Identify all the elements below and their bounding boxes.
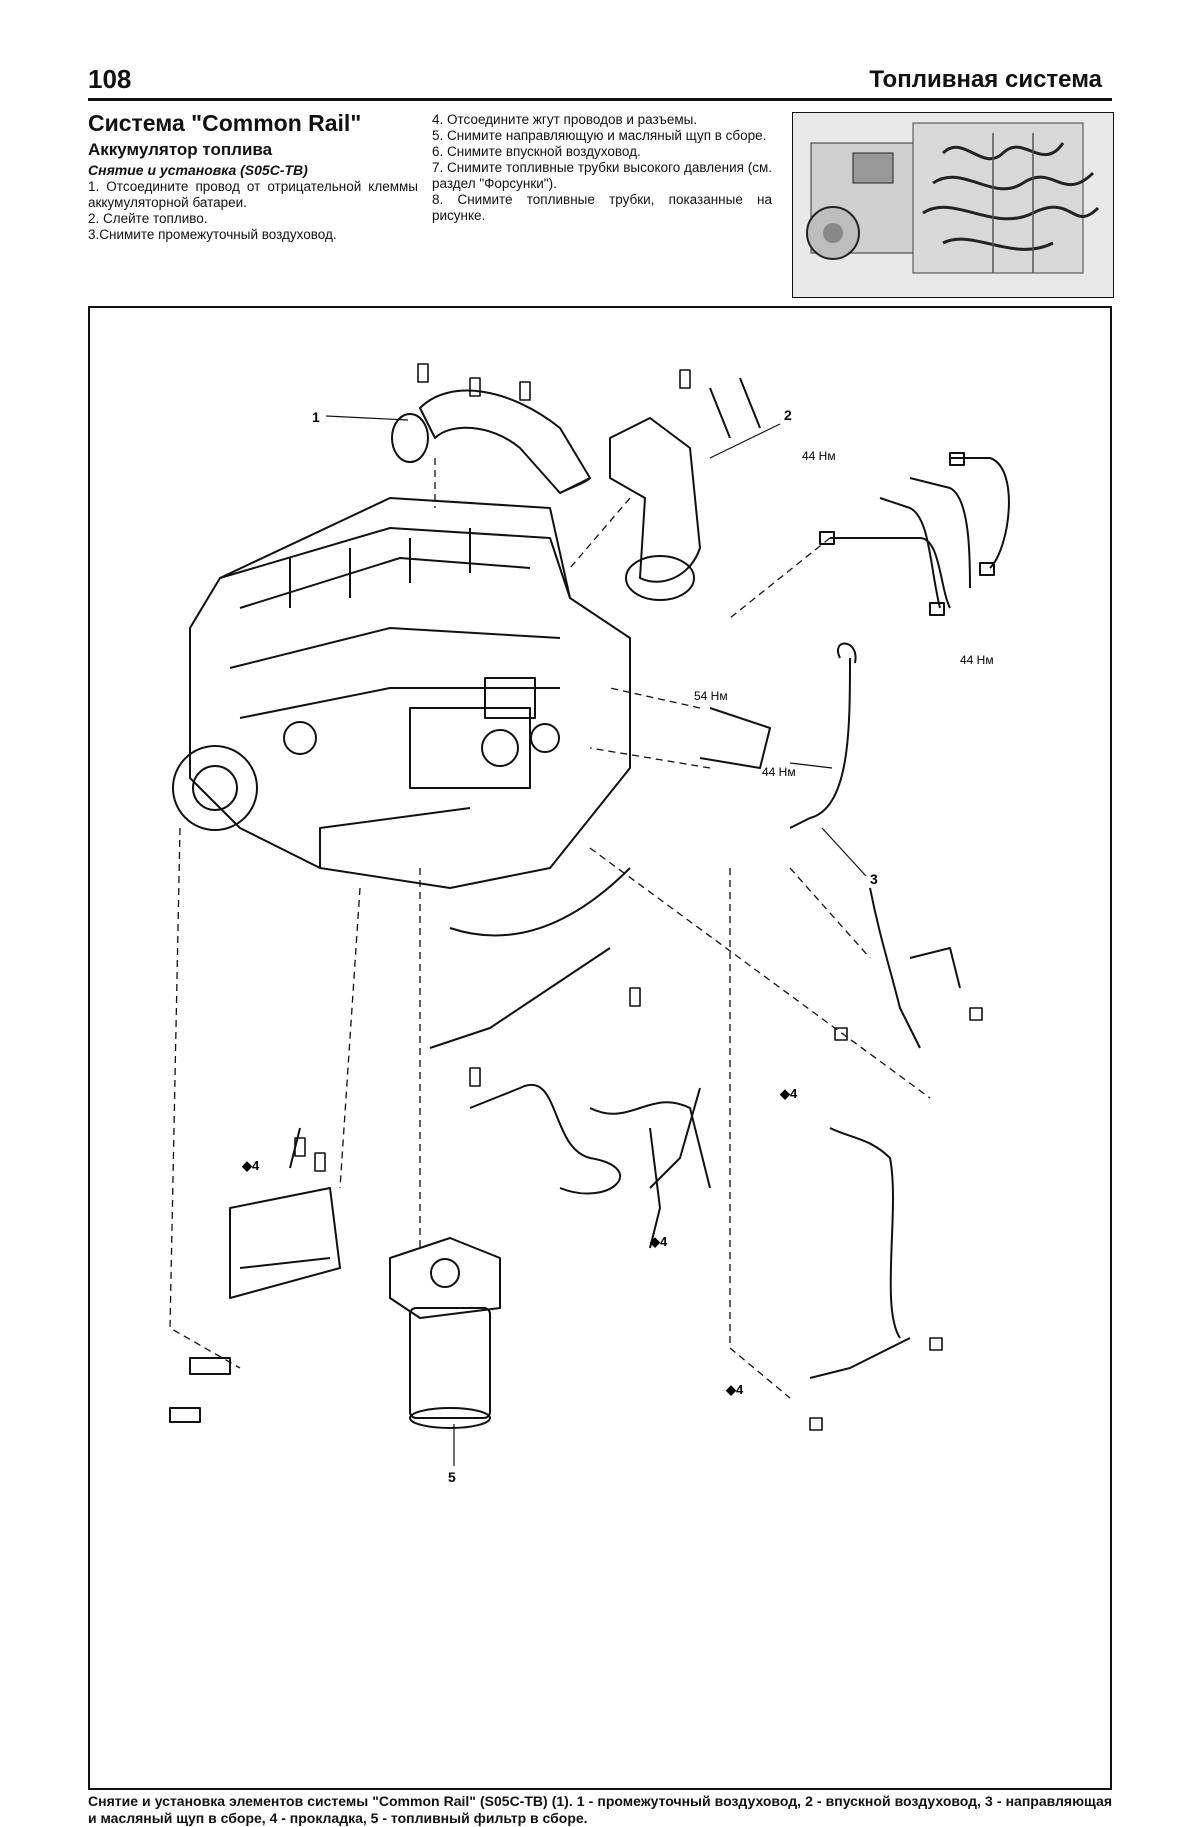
page-header: 108 Топливная система: [88, 62, 1112, 101]
step-item: 6. Снимите впускной воздуховод.: [432, 144, 641, 159]
torque-label: 44 Нм: [762, 765, 796, 779]
procedure-title: Снятие и установка (S05C-TB): [88, 162, 308, 178]
engine-photo-sketch: [793, 113, 1113, 297]
fuel-pipes-middle: [429, 867, 711, 1249]
callout-3: 3: [870, 871, 878, 887]
text-column-middle: 4. Отсоедините жгут проводов и разъемы. …: [432, 112, 772, 224]
figure-caption: Снятие и установка элементов системы "Co…: [88, 1793, 1112, 1826]
step-item: 1. Отсоедините провод от отрицательной к…: [88, 179, 418, 210]
torque-label: 44 Нм: [960, 653, 994, 667]
text-column-left: Система "Common Rail" Аккумулятор топлив…: [88, 110, 418, 243]
section-subtitle: Аккумулятор топлива: [88, 140, 273, 159]
injection-pipes-upper: [819, 452, 1010, 616]
step-item: 4. Отсоедините жгут проводов и разъемы.: [432, 112, 698, 127]
step-item: 3.Снимите промежуточный воздуховод.: [88, 227, 337, 242]
exploded-diagram: 1 2 3 5 44 Нм 44 Нм 54 Нм 44 Нм ◆4 ◆4 ◆4…: [88, 306, 1112, 1790]
callout-leaders: [325, 415, 867, 1466]
steps-list-left: 1. Отсоедините провод от отрицательной к…: [88, 179, 418, 243]
page-number: 108: [88, 64, 132, 94]
torque-label: 44 Нм: [802, 449, 836, 463]
intermediate-air-duct: [391, 389, 591, 494]
callout-5: 5: [448, 1469, 456, 1485]
gasket-mark: ◆4: [779, 1086, 798, 1101]
torque-label: 54 Нм: [694, 689, 728, 703]
chapter-title: Топливная система: [869, 66, 1102, 93]
dashed-leaders: [169, 458, 931, 1399]
inlet-air-duct: [609, 377, 761, 601]
dipstick-guide: [699, 642, 857, 829]
gasket-mark: ◆4: [725, 1382, 744, 1397]
section-title: Система "Common Rail": [88, 110, 362, 136]
callout-2: 2: [784, 407, 792, 423]
engine-block: [172, 497, 631, 889]
step-item: 5. Снимите направляющую и масляный щуп в…: [432, 128, 767, 143]
step-item: 2. Слейте топливо.: [88, 211, 208, 226]
gasket-mark: ◆4: [241, 1158, 260, 1173]
engine-photo: [792, 112, 1114, 298]
fuel-filter-assembly: [389, 1237, 501, 1429]
gasket-mark: ◆4: [649, 1234, 668, 1249]
diagram-svg: 1 2 3 5 44 Нм 44 Нм 54 Нм 44 Нм ◆4 ◆4 ◆4…: [169, 363, 1010, 1485]
fuel-pipes-right: [809, 887, 961, 1379]
steps-list-right: 4. Отсоедините жгут проводов и разъемы. …: [432, 112, 772, 224]
callout-1: 1: [312, 409, 320, 425]
step-item: 8. Снимите топливные трубки, показанные …: [432, 192, 772, 223]
bolts: [294, 363, 983, 1431]
step-item: 7. Снимите топливные трубки высокого дав…: [432, 160, 772, 191]
